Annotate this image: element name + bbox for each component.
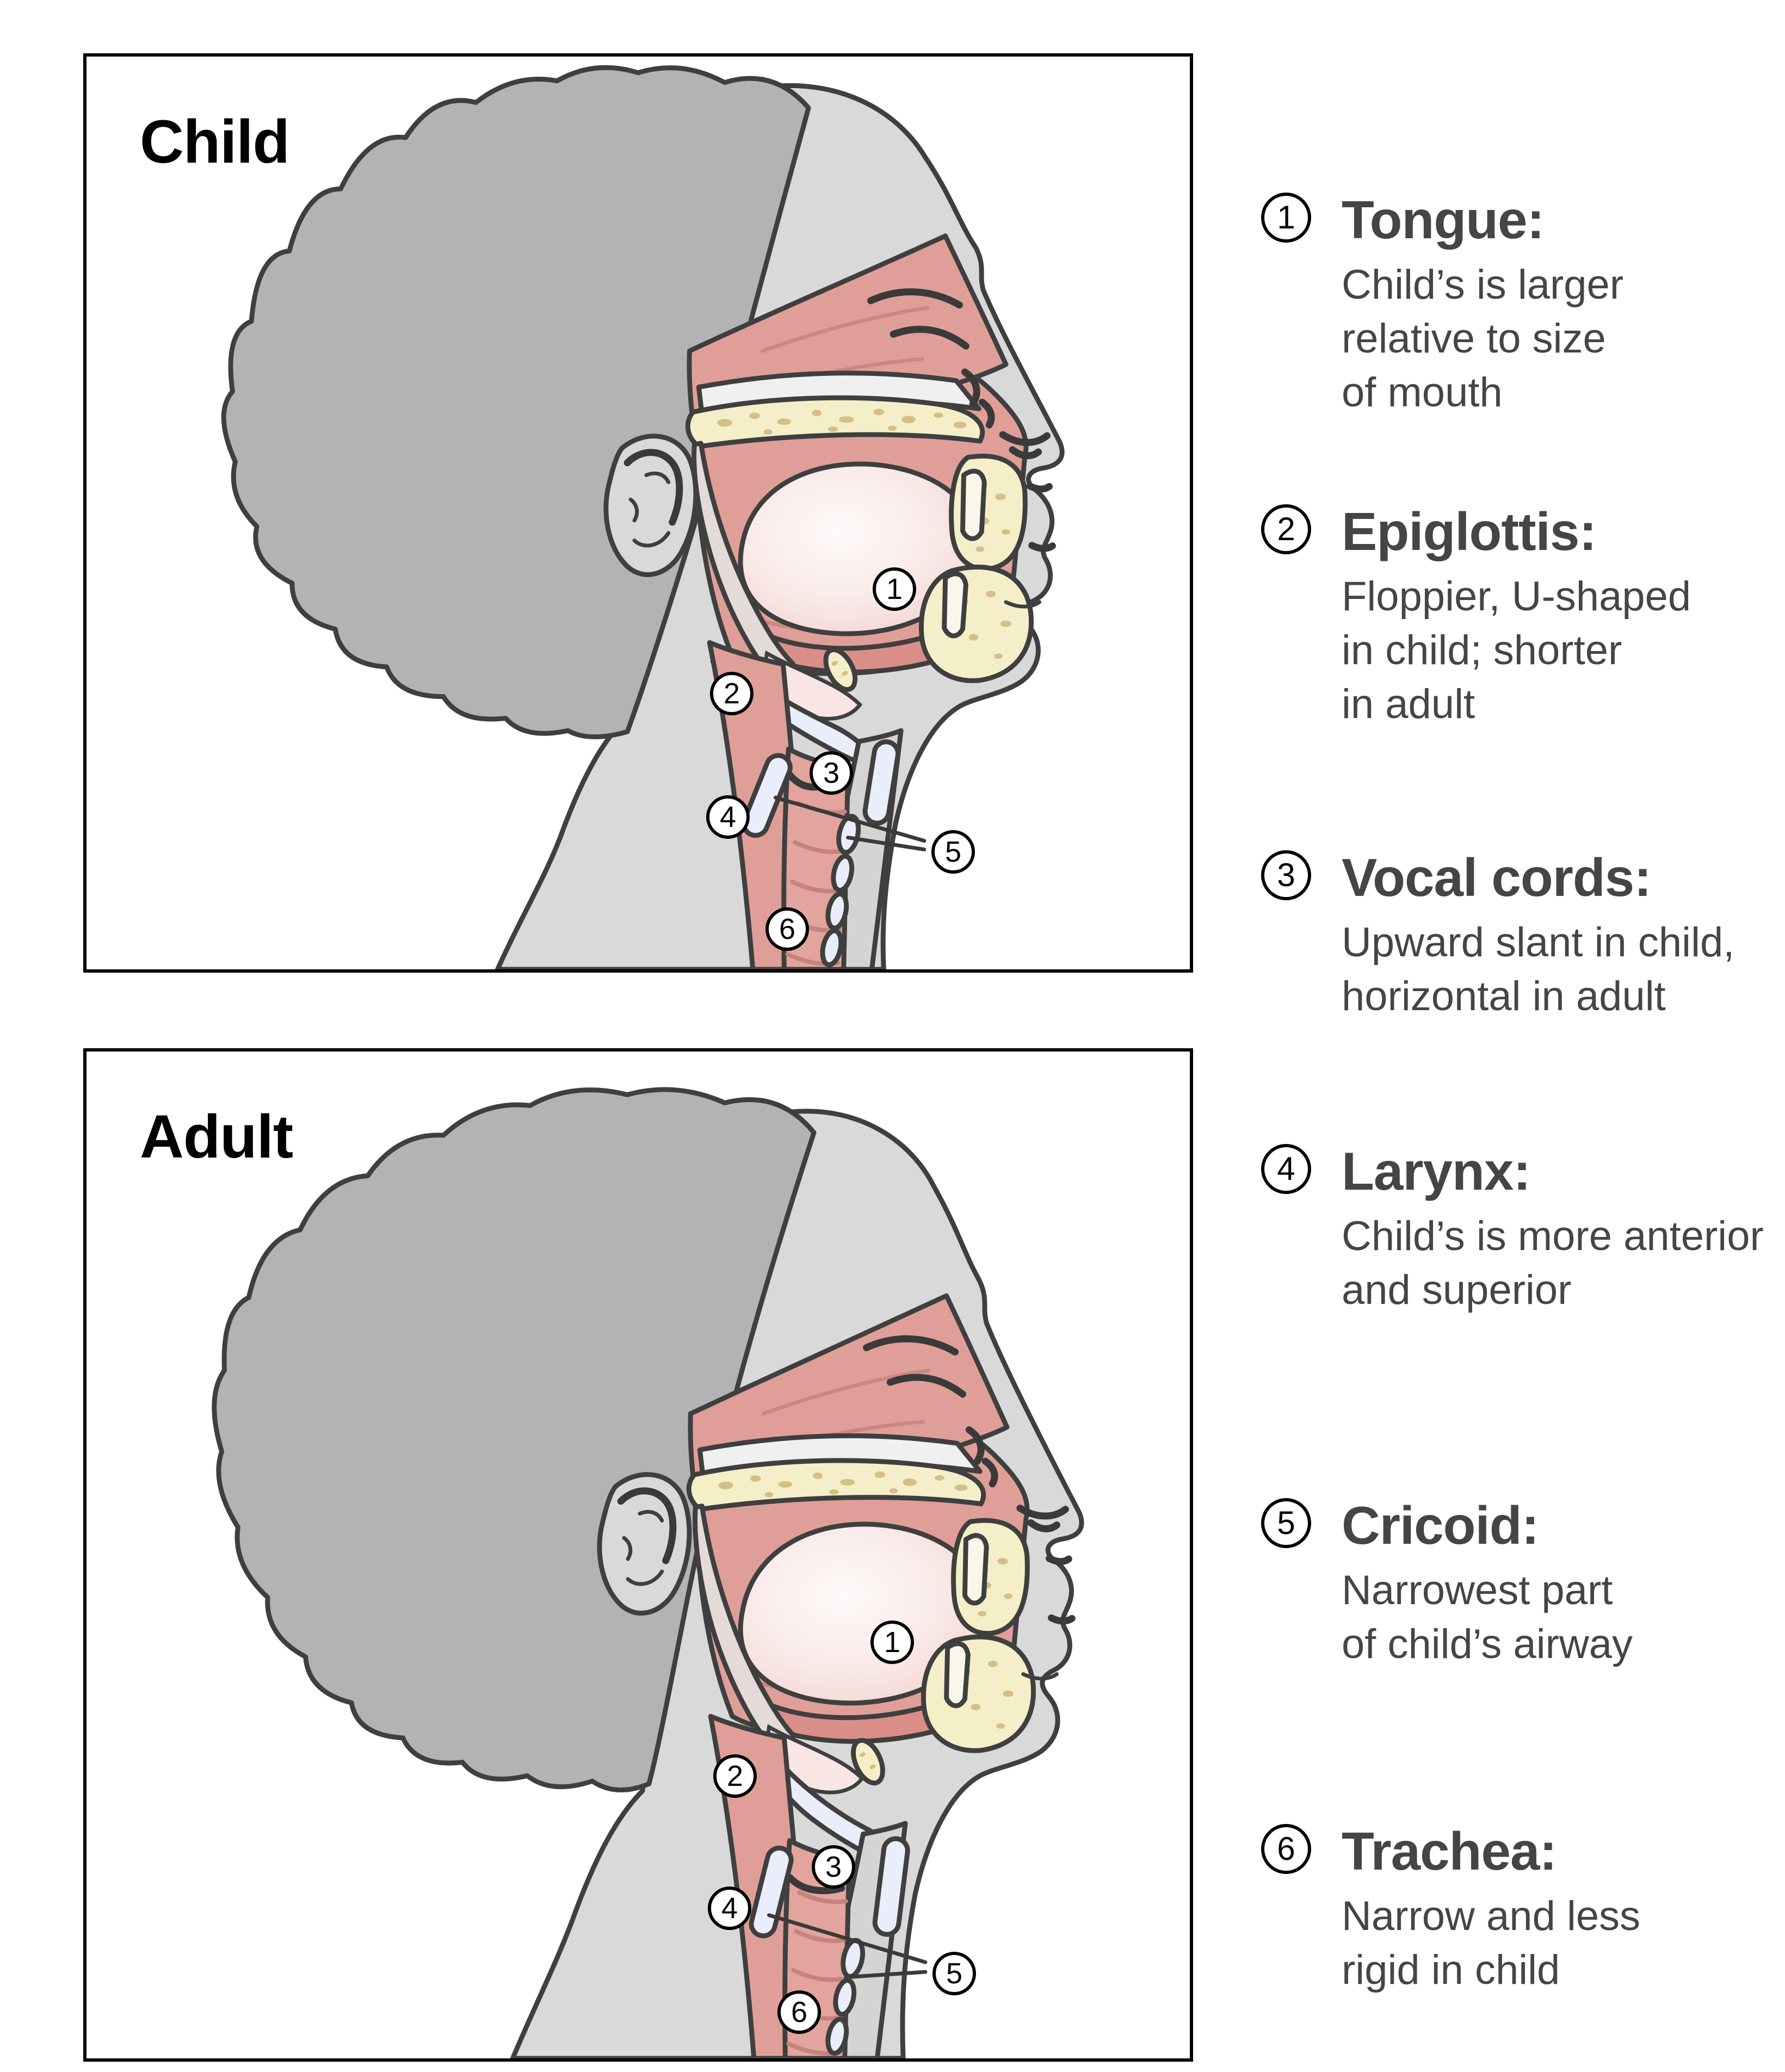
legend-item-tongue: 1 Tongue: Child’s is larger relative to … [1261, 193, 1623, 419]
child-marker-trachea: 6 [765, 907, 809, 951]
adult-mandible [921, 1634, 1036, 1753]
legend-number-4: 4 [1261, 1144, 1311, 1194]
legend-item-trachea: 6 Trachea: Narrow and less rigid in chil… [1261, 1824, 1640, 1997]
legend-title-trachea: Trachea: [1342, 1821, 1557, 1881]
adult-marker-epiglottis: 2 [713, 1754, 757, 1798]
child-maxilla [949, 453, 1028, 572]
child-panel-title: Child [140, 108, 290, 176]
legend-title-vocal-cords: Vocal cords: [1342, 848, 1652, 907]
legend-desc-larynx: Child’s is more anterior and superior [1342, 1213, 1764, 1313]
child-marker-larynx: 4 [706, 795, 750, 839]
legend-desc-cricoid: Narrowest part of child’s airway [1342, 1567, 1633, 1667]
legend-title-tongue: Tongue: [1342, 190, 1545, 250]
adult-cricoid-callout-line-2 [850, 1970, 928, 1979]
adult-ear [597, 1472, 692, 1616]
adult-larynx-cartilage [749, 1845, 794, 1939]
child-cricoid-callout-line-2 [846, 836, 927, 852]
child-marker-epiglottis: 2 [710, 672, 753, 715]
legend-number-2: 2 [1261, 504, 1311, 554]
adult-face-features [863, 1335, 1076, 1681]
adult-cricoid-rings [825, 1938, 866, 2056]
adult-hair [212, 1087, 817, 1793]
legend-title-larynx: Larynx: [1342, 1141, 1531, 1201]
legend-title-cricoid: Cricoid: [1342, 1495, 1539, 1555]
legend-desc-trachea: Narrow and less rigid in child [1342, 1893, 1641, 1993]
child-marker-tongue: 1 [873, 567, 916, 611]
legend-title-epiglottis: Epiglottis: [1342, 502, 1597, 561]
adult-marker-cricoid: 5 [932, 1952, 976, 1995]
adult-vocal-cords-line [786, 1873, 845, 1895]
adult-maxilla [951, 1518, 1030, 1636]
child-marker-cricoid: 5 [931, 830, 975, 874]
legend-number-6: 6 [1261, 1824, 1311, 1874]
child-marker-vocal-cords: 3 [810, 751, 853, 795]
child-face-features [867, 288, 1056, 609]
legend-item-larynx: 4 Larynx: Child’s is more anterior and s… [1261, 1144, 1764, 1317]
adult-marker-trachea: 6 [777, 1990, 821, 2034]
child-posterior-cartilage [862, 739, 901, 826]
legend-desc-vocal-cords: Upward slant in child, horizontal in adu… [1342, 919, 1735, 1019]
adult-cricoid-callout-line-1 [767, 1913, 928, 1964]
child-cricoid-callout-line-1 [774, 795, 927, 843]
child-ear [603, 434, 699, 577]
adult-anatomy-illustration [212, 1087, 1084, 2058]
adult-posterior-cartilage [872, 1836, 910, 1937]
legend-number-5: 5 [1261, 1498, 1311, 1548]
adult-panel: Adult 1 2 3 4 5 6 [83, 1048, 1193, 2062]
legend-number-3: 3 [1261, 850, 1311, 900]
adult-marker-larynx: 4 [708, 1887, 751, 1930]
adult-marker-vocal-cords: 3 [812, 1845, 855, 1889]
legend-desc-tongue: Child’s is larger relative to size of mo… [1342, 262, 1624, 416]
child-mandible [918, 564, 1034, 683]
child-anatomy-illustration [221, 65, 1065, 969]
child-hyoid-bone [823, 647, 858, 692]
child-cricoid-rings [820, 814, 861, 968]
adult-hyoid-bone [851, 1737, 885, 1786]
adult-panel-title: Adult [140, 1103, 293, 1171]
legend-item-cricoid: 5 Cricoid: Narrowest part of child’s air… [1261, 1498, 1633, 1671]
child-panel: Child 1 2 3 4 5 6 [83, 53, 1193, 973]
legend-desc-epiglottis: Floppier, U-shaped in child; shorter in … [1342, 573, 1691, 727]
legend-number-1: 1 [1261, 193, 1311, 243]
adult-marker-tongue: 1 [870, 1621, 914, 1664]
legend-item-epiglottis: 2 Epiglottis: Floppier, U-shaped in chil… [1261, 504, 1691, 731]
legend-item-vocal-cords: 3 Vocal cords: Upward slant in child, ho… [1261, 850, 1734, 1023]
